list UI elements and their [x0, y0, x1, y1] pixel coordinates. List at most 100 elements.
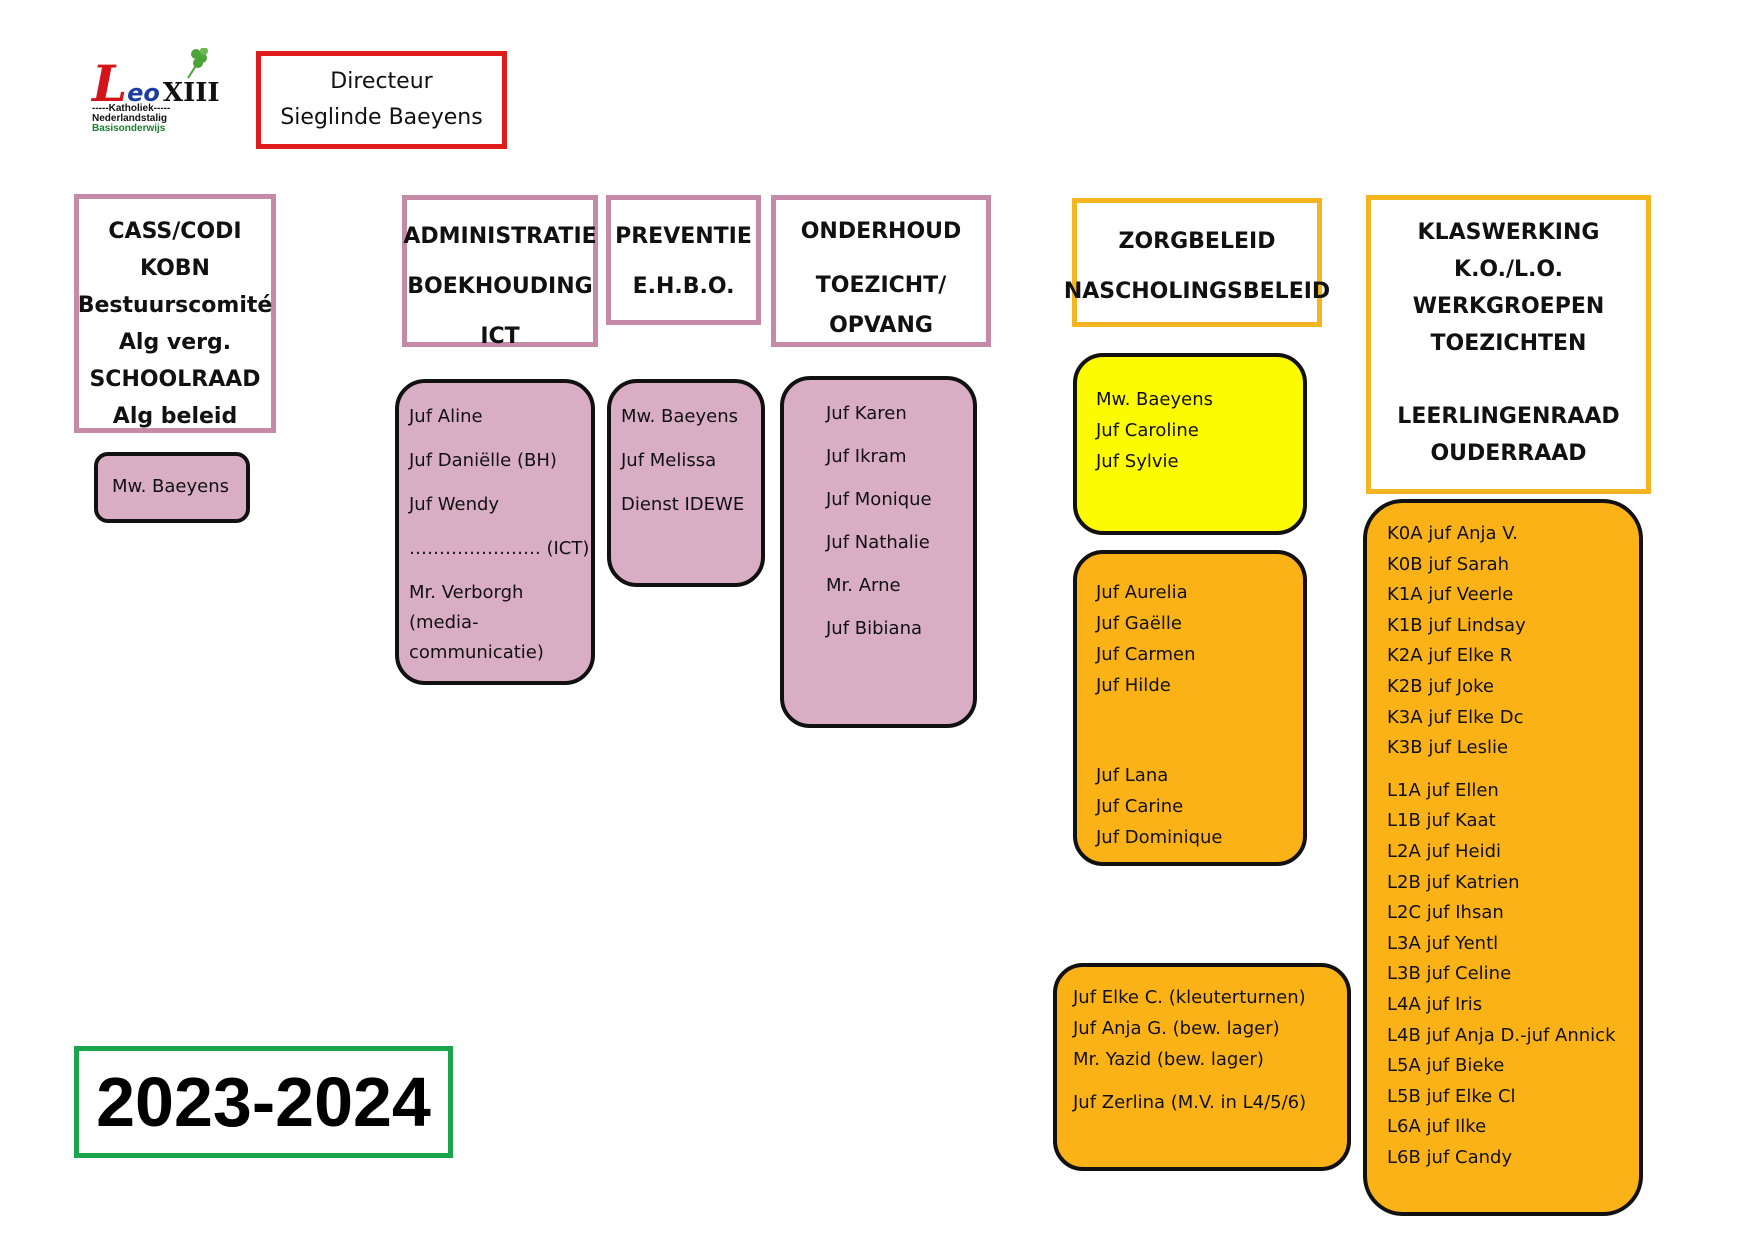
class-item: K0B juf Sarah [1387, 553, 1510, 575]
staff-item: Dienst IDEWE [621, 494, 745, 515]
school-year: 2023-2024 [96, 1063, 431, 1141]
logo-eo: eo [127, 79, 160, 107]
staff-item: Juf Karen [826, 403, 907, 424]
admin-line: ADMINISTRATIE [403, 224, 597, 249]
class-item: K0A juf Anja V. [1387, 523, 1518, 544]
preventie-line: PREVENTIE [615, 224, 752, 249]
staff-item: (media- [409, 612, 479, 633]
class-item: L2B juf Katrien [1387, 871, 1520, 893]
klas-line: TOEZICHTEN [1430, 331, 1587, 356]
preventie-staff-box: Mw. Baeyens Juf Melissa Dienst IDEWE [607, 379, 765, 587]
cass-line: CASS/CODI [108, 219, 242, 244]
onderhoud-line: ONDERHOUD [800, 219, 962, 244]
admin-header: ADMINISTRATIE BOEKHOUDING ICT [402, 195, 598, 349]
logo-letter-l: L [92, 54, 128, 113]
class-item: L2A juf Heidi [1387, 840, 1502, 862]
zorg-line: ZORGBELEID [1118, 229, 1276, 254]
class-item: L6B juf Candy [1387, 1146, 1513, 1168]
class-item: L3B juf Celine [1387, 963, 1512, 985]
klas-line: LEERLINGENRAAD [1397, 404, 1620, 429]
logo-line-3: Basisonderwijs [92, 123, 166, 134]
zorg-header: ZORGBELEID NASCHOLINGSBELEID [1064, 198, 1330, 327]
klas-line: WERKGROEPEN [1412, 294, 1605, 319]
onderhoud-line: TOEZICHT/ [815, 273, 947, 298]
class-item: K2B juf Joke [1387, 675, 1494, 697]
class-teachers-box: K0A juf Anja V. K0B juf Sarah K1A juf Ve… [1363, 499, 1643, 1216]
preventie-header: PREVENTIE E.H.B.O. [606, 195, 761, 325]
class-item: L1A juf Ellen [1387, 779, 1499, 801]
cass-line: KOBN [140, 256, 210, 281]
staff-item: Juf Melissa [621, 450, 717, 471]
director-title: Directeur [330, 69, 433, 94]
staff-item: Juf Carmen [1096, 644, 1196, 665]
cass-line: Alg beleid [112, 404, 238, 429]
cass-staff-box: Mw. Baeyens [94, 452, 250, 523]
onderhoud-header: ONDERHOUD TOEZICHT/ OPVANG [771, 195, 991, 347]
staff-item: Juf Elke C. (kleuterturnen) [1073, 987, 1306, 1008]
class-item: L5A juf Bieke [1387, 1055, 1505, 1077]
class-item: K3A juf Elke Dc [1387, 706, 1524, 728]
staff-item: Juf Carine [1096, 796, 1184, 817]
class-item: K1B juf Lindsay [1387, 614, 1526, 636]
class-item: K2A juf Elke R [1387, 645, 1513, 667]
logo-line-2: Nederlandstalig [92, 113, 168, 124]
staff-item: Mw. Baeyens [1096, 389, 1214, 410]
cass-header: CASS/CODI KOBN Bestuurscomité Alg verg. … [74, 194, 276, 433]
extra-staff-box: Juf Elke C. (kleuterturnen) Juf Anja G. … [1053, 963, 1351, 1171]
staff-item: Juf Zerlina (M.V. in L4/5/6) [1073, 1092, 1307, 1113]
class-item: L3A juf Yentl [1387, 932, 1499, 954]
admin-staff-box: Juf Aline Juf Daniëlle (BH) Juf Wendy ……… [395, 379, 595, 685]
onderhoud-line: OPVANG [829, 313, 933, 338]
class-item: L4B juf Anja D.-juf Annick [1387, 1024, 1616, 1046]
staff-item: Juf Sylvie [1096, 451, 1179, 472]
logo-line-1: -----Katholiek----- [92, 103, 171, 114]
admin-line: BOEKHOUDING [407, 274, 593, 299]
staff-item: Juf Caroline [1096, 420, 1199, 441]
admin-line: ICT [480, 324, 520, 349]
class-item: K1A juf Veerle [1387, 584, 1514, 606]
staff-item: Mr. Arne [826, 575, 901, 596]
staff-item: Juf Bibiana [826, 618, 923, 639]
staff-item: Mw. Baeyens [621, 406, 739, 427]
staff-item: communicatie) [409, 642, 544, 663]
class-item: K3B juf Leslie [1387, 737, 1509, 759]
klas-line: KLASWERKING K.O./L.O. [1417, 220, 1600, 282]
class-item: L6A juf Ilke [1387, 1116, 1487, 1138]
school-year-box: 2023-2024 [74, 1046, 453, 1158]
director-name: Sieglinde Baeyens [280, 105, 483, 130]
staff-item: Juf Monique [826, 489, 932, 510]
staff-item: Juf Daniëlle (BH) [409, 450, 557, 471]
klas-line: OUDERRAAD [1430, 441, 1587, 466]
zorg-line: NASCHOLINGSBELEID [1063, 279, 1331, 304]
onderhoud-staff-box: Juf Karen Juf Ikram Juf Monique Juf Nath… [780, 376, 977, 728]
staff-item: Juf Wendy [409, 494, 500, 515]
staff-item: Mr. Yazid (bew. lager) [1073, 1049, 1264, 1070]
staff-item: Juf Hilde [1096, 675, 1171, 696]
staff-item: Mr. Verborgh [409, 582, 524, 603]
staff-item: Juf Anja G. (bew. lager) [1073, 1018, 1280, 1039]
klaswerking-header: KLASWERKING K.O./L.O. WERKGROEPEN TOEZIC… [1366, 195, 1651, 494]
staff-item: Juf Gaëlle [1096, 613, 1182, 634]
cass-line: SCHOOLRAAD [89, 367, 261, 392]
staff-item: Juf Aline [409, 406, 483, 427]
class-item: L1B juf Kaat [1387, 810, 1496, 832]
class-item: L4A juf Iris [1387, 993, 1483, 1015]
lager-list: L1A juf Ellen L1B juf Kaat L2A juf Heidi… [1387, 776, 1631, 1174]
director-box: Directeur Sieglinde Baeyens [256, 51, 507, 149]
zorg-support-box: Juf Aurelia Juf Gaëlle Juf Carmen Juf Hi… [1073, 550, 1307, 866]
cass-line: Bestuurscomité [77, 293, 273, 318]
logo-roman: XIII [162, 78, 220, 108]
preventie-line: E.H.B.O. [632, 274, 735, 299]
zorg-coordination-box: Mw. Baeyens Juf Caroline Juf Sylvie [1073, 353, 1307, 535]
staff-item: Juf Ikram [826, 446, 907, 467]
staff-item: Juf Dominique [1096, 827, 1223, 848]
staff-item: Juf Lana [1096, 765, 1169, 786]
clover-icon [187, 48, 208, 79]
staff-item: Juf Nathalie [826, 532, 930, 553]
staff-item: Mw. Baeyens [112, 476, 230, 497]
staff-item: …………………. (ICT) [409, 538, 590, 559]
class-item: L2C juf Ihsan [1387, 902, 1504, 924]
class-item: L5B juf Elke Cl [1387, 1085, 1516, 1107]
staff-item: Juf Aurelia [1096, 582, 1188, 603]
